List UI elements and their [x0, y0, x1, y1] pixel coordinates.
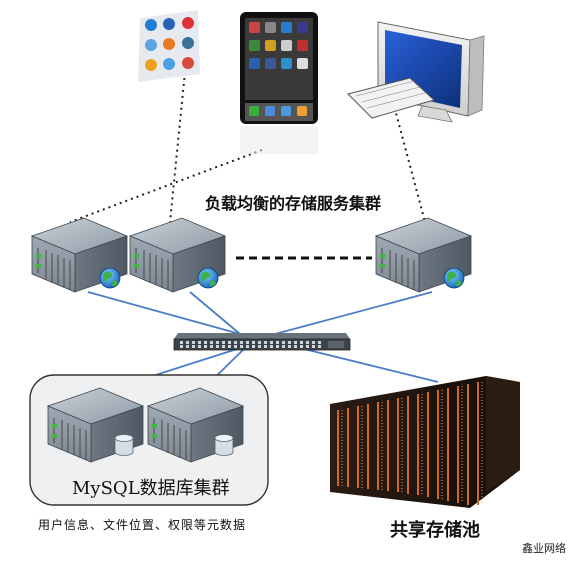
globe-icon — [99, 267, 121, 289]
browser-icon — [182, 37, 194, 49]
client-connection-lines — [69, 71, 426, 223]
opera-icon — [182, 17, 194, 29]
browser-icons — [138, 10, 200, 82]
watermark: 鑫业网络 — [522, 542, 566, 555]
ie-icon — [145, 19, 157, 31]
desktop-computer — [347, 21, 485, 123]
load-balanced-cluster-label: 负载均衡的存储服务集群 — [205, 194, 382, 213]
firefox-icon — [163, 38, 175, 50]
database-icon — [214, 434, 234, 456]
globe-icon — [197, 267, 219, 289]
metadata-label: 用户信息、文件位置、权限等元数据 — [38, 518, 247, 532]
globe-icon — [443, 267, 465, 289]
phone-link — [69, 149, 263, 223]
storage-pool-racks — [330, 376, 520, 508]
network-links — [87, 291, 439, 397]
browser-icon — [145, 59, 157, 71]
storage-pool-label: 共享存储池 — [390, 520, 480, 541]
browser-icon — [163, 58, 175, 70]
mysql-cluster-label: MySQL数据库集群 — [72, 478, 230, 499]
safari-icon — [163, 18, 175, 30]
browser-icon — [145, 39, 157, 51]
chrome-icon — [182, 57, 194, 69]
database-icon — [114, 434, 134, 456]
smartphone — [240, 12, 318, 154]
network-switch — [173, 333, 351, 351]
